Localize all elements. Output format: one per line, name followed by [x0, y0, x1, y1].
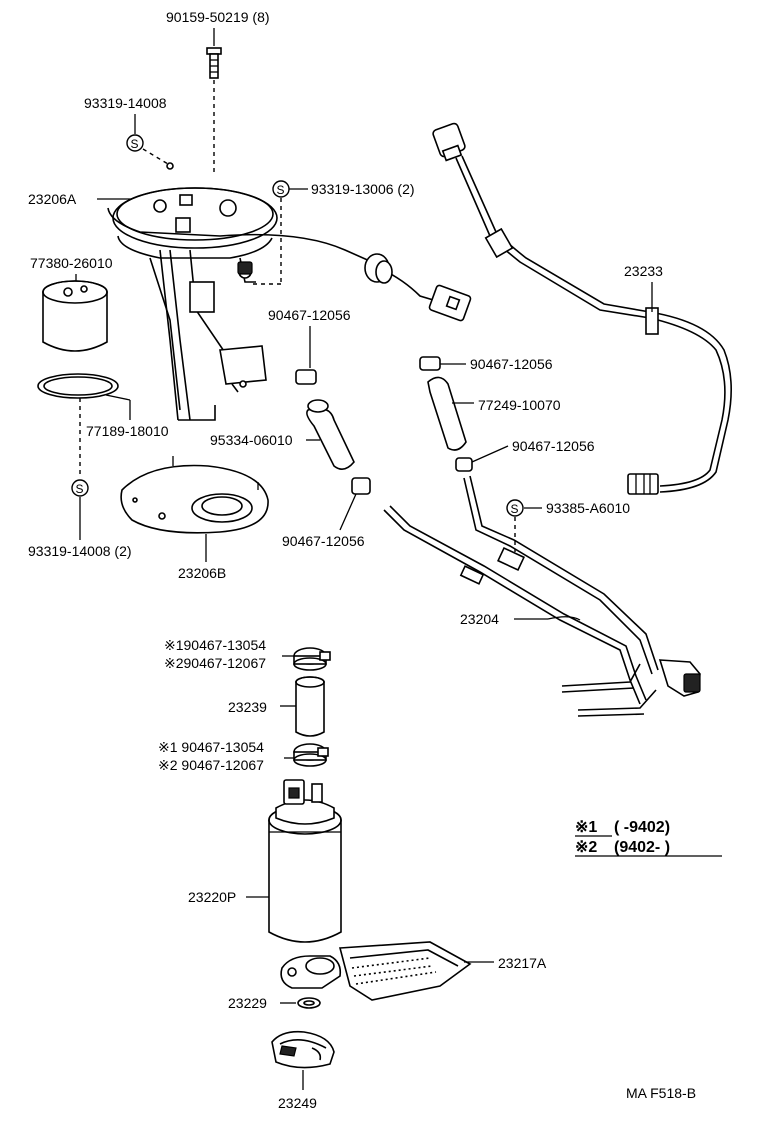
- svg-text:S: S: [76, 482, 84, 496]
- label-clamp-a: 90467-12056: [268, 307, 351, 323]
- label-clamp-top-2: ※290467-12067: [164, 655, 266, 671]
- legend-row1-key: ※1: [575, 819, 597, 836]
- label-gasket: 77189-18010: [86, 423, 169, 439]
- label-grommet-top: 93319-13006 (2): [311, 181, 415, 197]
- hose-a-part: [306, 399, 355, 470]
- gasket-part: [37, 373, 119, 399]
- legend-block: ※1 ( -9402) ※2 (9402- ): [575, 819, 722, 857]
- clamp-c-part: [419, 356, 441, 371]
- legend-row1-range: ( -9402): [614, 819, 670, 836]
- label-plate: 23206B: [178, 565, 226, 581]
- label-clamp-b: 90467-12056: [282, 533, 365, 549]
- cushion-part: [297, 997, 321, 1009]
- clamp-b-part: [351, 477, 371, 495]
- label-pump: 23220P: [188, 889, 236, 905]
- bolt-part: [206, 47, 222, 172]
- footer-code: MA F518-B: [626, 1085, 696, 1101]
- label-clamp-top-1: ※190467-13054: [164, 637, 266, 653]
- bracket-wire-connector: [364, 253, 472, 322]
- svg-text:S: S: [277, 183, 285, 197]
- label-strainer: 23217A: [498, 955, 547, 971]
- plate-part: [120, 456, 269, 534]
- clamp-low-part: [293, 743, 329, 767]
- label-pump-bracket: 23206A: [28, 191, 77, 207]
- s-mark-top: S: [126, 134, 144, 152]
- label-bolt: 90159-50219 (8): [166, 9, 270, 25]
- label-clamp-low-2: ※2 90467-12067: [158, 757, 264, 773]
- label-hose-b: 77249-10070: [478, 397, 561, 413]
- tube-assy-part: [383, 475, 701, 717]
- retainer-part: [271, 1030, 335, 1069]
- hose-b-part: [427, 376, 467, 451]
- pump-bracket-part: [107, 187, 373, 421]
- legend-row2-key: ※2: [575, 839, 597, 856]
- label-wire-harness: 23233: [624, 263, 663, 279]
- clamp-a-part: [295, 369, 317, 385]
- s-mark-grommet-right: S: [506, 499, 524, 517]
- label-clamp-d: 90467-12056: [512, 438, 595, 454]
- label-short-hose: 23239: [228, 699, 267, 715]
- svg-text:S: S: [131, 137, 139, 151]
- label-washer-bottom: 93319-14008 (2): [28, 543, 132, 559]
- label-clamp-c: 90467-12056: [470, 356, 553, 372]
- clamp-top-part: [293, 647, 331, 671]
- label-retainer: 23249: [278, 1095, 317, 1111]
- label-tube-assy: 23204: [460, 611, 499, 627]
- label-filter: 77380-26010: [30, 255, 113, 271]
- label-clamp-low-1: ※1 90467-13054: [158, 739, 264, 755]
- fuel-pump-part: [268, 779, 342, 943]
- strainer-part: [280, 941, 472, 1001]
- s-mark-bottom: S: [71, 479, 89, 497]
- s-mark-grommet-top: S: [272, 180, 290, 198]
- svg-text:S: S: [511, 502, 519, 516]
- label-grommet-right: 93385-A6010: [546, 500, 630, 516]
- wire-harness-part: [432, 122, 732, 495]
- label-washer-top: 93319-14008: [84, 95, 167, 111]
- label-cushion: 23229: [228, 995, 267, 1011]
- clamp-d-part: [455, 457, 473, 472]
- short-hose-part: [295, 676, 325, 737]
- label-hose-a: 95334-06010: [210, 432, 293, 448]
- legend-row2-range: (9402- ): [614, 839, 670, 856]
- filter-part: [42, 280, 108, 352]
